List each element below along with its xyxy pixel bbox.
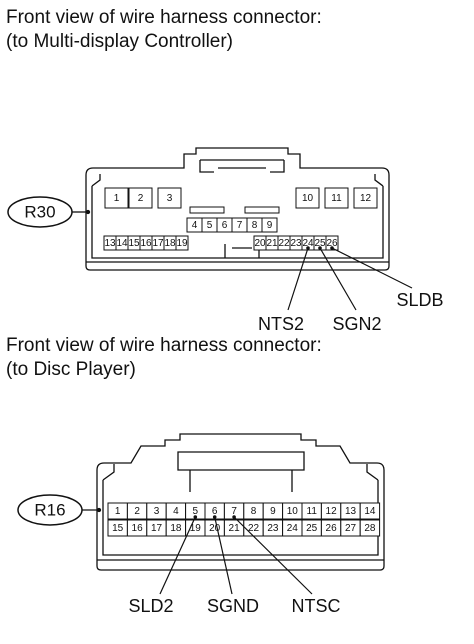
r30-pin-label-5: 5 [207, 220, 213, 231]
r16-signal-label-sgnd: SGND [207, 596, 259, 616]
r30-pin-label-23: 23 [290, 238, 302, 249]
r16-pin-label-25: 25 [306, 523, 318, 534]
r30-pin-label-17: 17 [152, 238, 164, 249]
r16-pin-cell-14 [359, 502, 381, 520]
r30-leader-line-24 [287, 247, 309, 311]
r30-pin-label-19: 19 [176, 238, 188, 249]
r30-leader-line-26 [331, 247, 413, 289]
r30-pin-cell-11 [324, 187, 349, 209]
r30-signal-label-sldb: SLDB [396, 290, 443, 310]
r16-pin-label-4: 4 [173, 506, 179, 517]
r16-pin-label-6: 6 [212, 506, 218, 517]
r16-pin-label-2: 2 [134, 506, 140, 517]
r16-pin-label-7: 7 [231, 506, 237, 517]
r30-pin-label-8: 8 [252, 220, 258, 231]
r30-id-ellipse [7, 196, 73, 228]
r30-housing [85, 147, 390, 271]
r30-signal-label-sgn2: SGN2 [332, 314, 381, 334]
r30-pin-label-10: 10 [302, 193, 314, 204]
r30-pin-cell-9 [261, 217, 278, 233]
r30-pin-label-11: 11 [331, 193, 342, 204]
r16-leader-line-7 [233, 516, 313, 595]
r16-pin-label-24: 24 [287, 523, 299, 534]
r16-signal-label-ntsc: NTSC [292, 596, 341, 616]
r30-pin-label-18: 18 [164, 238, 176, 249]
r30-pin-label-7: 7 [237, 220, 243, 231]
r16-pin-label-10: 10 [287, 506, 299, 517]
r30-pin-label-15: 15 [128, 238, 140, 249]
r30-signal-leaders: NTS2 SGN2 SLDB [258, 246, 444, 334]
r30-pin-label-14: 14 [116, 238, 128, 249]
r30-pin-label-2: 2 [138, 193, 144, 204]
r30-caption-line1: Front view of wire harness connector: [6, 7, 322, 28]
r30-pin-label-22: 22 [278, 238, 290, 249]
r16-caption-line1: Front view of wire harness connector: [6, 335, 322, 356]
r30-caption-line2: (to Multi-display Controller) [6, 31, 234, 52]
r16-pin-label-12: 12 [326, 506, 338, 517]
r30-caption: Front view of wire harness connector: (t… [6, 6, 322, 54]
r16-signal-label-sld2: SLD2 [128, 596, 173, 616]
r30-pin-label-24: 24 [302, 238, 314, 249]
r30-pin-cell-26 [325, 235, 339, 251]
r30-id-label: R30 [24, 202, 55, 221]
r30-slot-right [244, 206, 280, 214]
r16-pin-label-23: 23 [267, 523, 279, 534]
r30-pin-cell-19 [175, 235, 189, 251]
r16-pin-cell-28 [359, 519, 381, 537]
r16-caption-line2: (to Disc Player) [6, 359, 136, 380]
r16-caption: Front view of wire harness connector: (t… [6, 334, 322, 382]
r30-pin-cell-10 [295, 187, 320, 209]
r30-pin-cell-2 [128, 187, 153, 209]
r16-pin-label-26: 26 [326, 523, 338, 534]
r16-leader-line-6 [214, 516, 233, 595]
r16-pin-label-17: 17 [151, 523, 163, 534]
r16-pin-label-27: 27 [345, 523, 357, 534]
r16-pin-label-14: 14 [364, 506, 376, 517]
r16-pin-label-13: 13 [345, 506, 357, 517]
r16-pin-label-21: 21 [229, 523, 241, 534]
r30-pin-label-26: 26 [326, 238, 338, 249]
r16-pin-label-18: 18 [170, 523, 182, 534]
r16-pin-label-22: 22 [248, 523, 260, 534]
r30-leader-line-25 [319, 247, 357, 311]
r16-housing [96, 433, 385, 571]
r16-pin-label-16: 16 [132, 523, 144, 534]
r30-pin-label-25: 25 [314, 238, 326, 249]
r30-pin-cell-12 [353, 187, 378, 209]
r30-pin-label-16: 16 [140, 238, 152, 249]
r30-pin-label-3: 3 [167, 193, 173, 204]
r16-pin-label-5: 5 [193, 506, 199, 517]
r30-pin-label-13: 13 [104, 238, 116, 249]
r16-pin-label-11: 11 [307, 506, 318, 517]
r30-signal-label-nts2: NTS2 [258, 314, 304, 334]
r30-pin-cell-3 [157, 187, 182, 209]
r16-pin-label-3: 3 [154, 506, 160, 517]
r16-id-label: R16 [34, 500, 65, 519]
r30-pin-label-4: 4 [192, 220, 198, 231]
r16-id-ellipse [17, 494, 83, 526]
r16-pin-label-28: 28 [364, 523, 376, 534]
r30-slot-left [189, 206, 225, 214]
r16-pin-label-9: 9 [270, 506, 276, 517]
r16-pin-label-8: 8 [251, 506, 257, 517]
r30-pin-label-21: 21 [266, 238, 278, 249]
r30-pin-label-6: 6 [222, 220, 228, 231]
r30-pin-label-1: 1 [114, 193, 120, 204]
r30-pin-cell-1 [104, 187, 129, 209]
r30-pin-label-12: 12 [360, 193, 372, 204]
r16-leader-line-5 [159, 516, 196, 595]
r16-pin-label-15: 15 [112, 523, 124, 534]
r30-pin-label-9: 9 [267, 220, 273, 231]
r16-pin-label-20: 20 [209, 523, 221, 534]
r16-pin-label-1: 1 [115, 506, 121, 517]
r16-pin-label-19: 19 [190, 523, 202, 534]
r16-signal-leaders: SLD2 SGND NTSC [128, 515, 341, 616]
r30-pin-label-20: 20 [254, 238, 266, 249]
